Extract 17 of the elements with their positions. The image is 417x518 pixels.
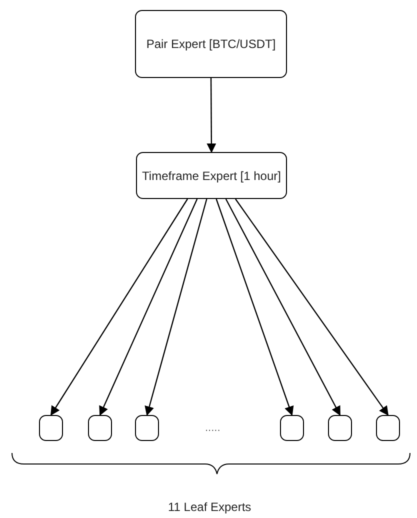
- leaf-box: [88, 415, 112, 441]
- arrow: [144, 198, 208, 416]
- arrow: [50, 198, 188, 416]
- arrow: [235, 198, 389, 416]
- leaf-box: [135, 415, 159, 441]
- expert-box: Timeframe Expert [1 hour]: [136, 152, 287, 199]
- leaf-box: [376, 415, 400, 441]
- ellipsis-text: .....: [205, 421, 220, 436]
- leaf-box: [39, 415, 63, 441]
- leaf-box: [328, 415, 352, 441]
- leaf-box: [280, 415, 304, 441]
- arrow: [216, 198, 294, 416]
- arrow: [99, 198, 198, 416]
- arrow: [225, 198, 341, 416]
- group-label: 11 Leaf Experts: [168, 499, 252, 516]
- expert-box: Pair Expert [BTC/USDT]: [135, 10, 287, 78]
- arrow: [206, 78, 216, 153]
